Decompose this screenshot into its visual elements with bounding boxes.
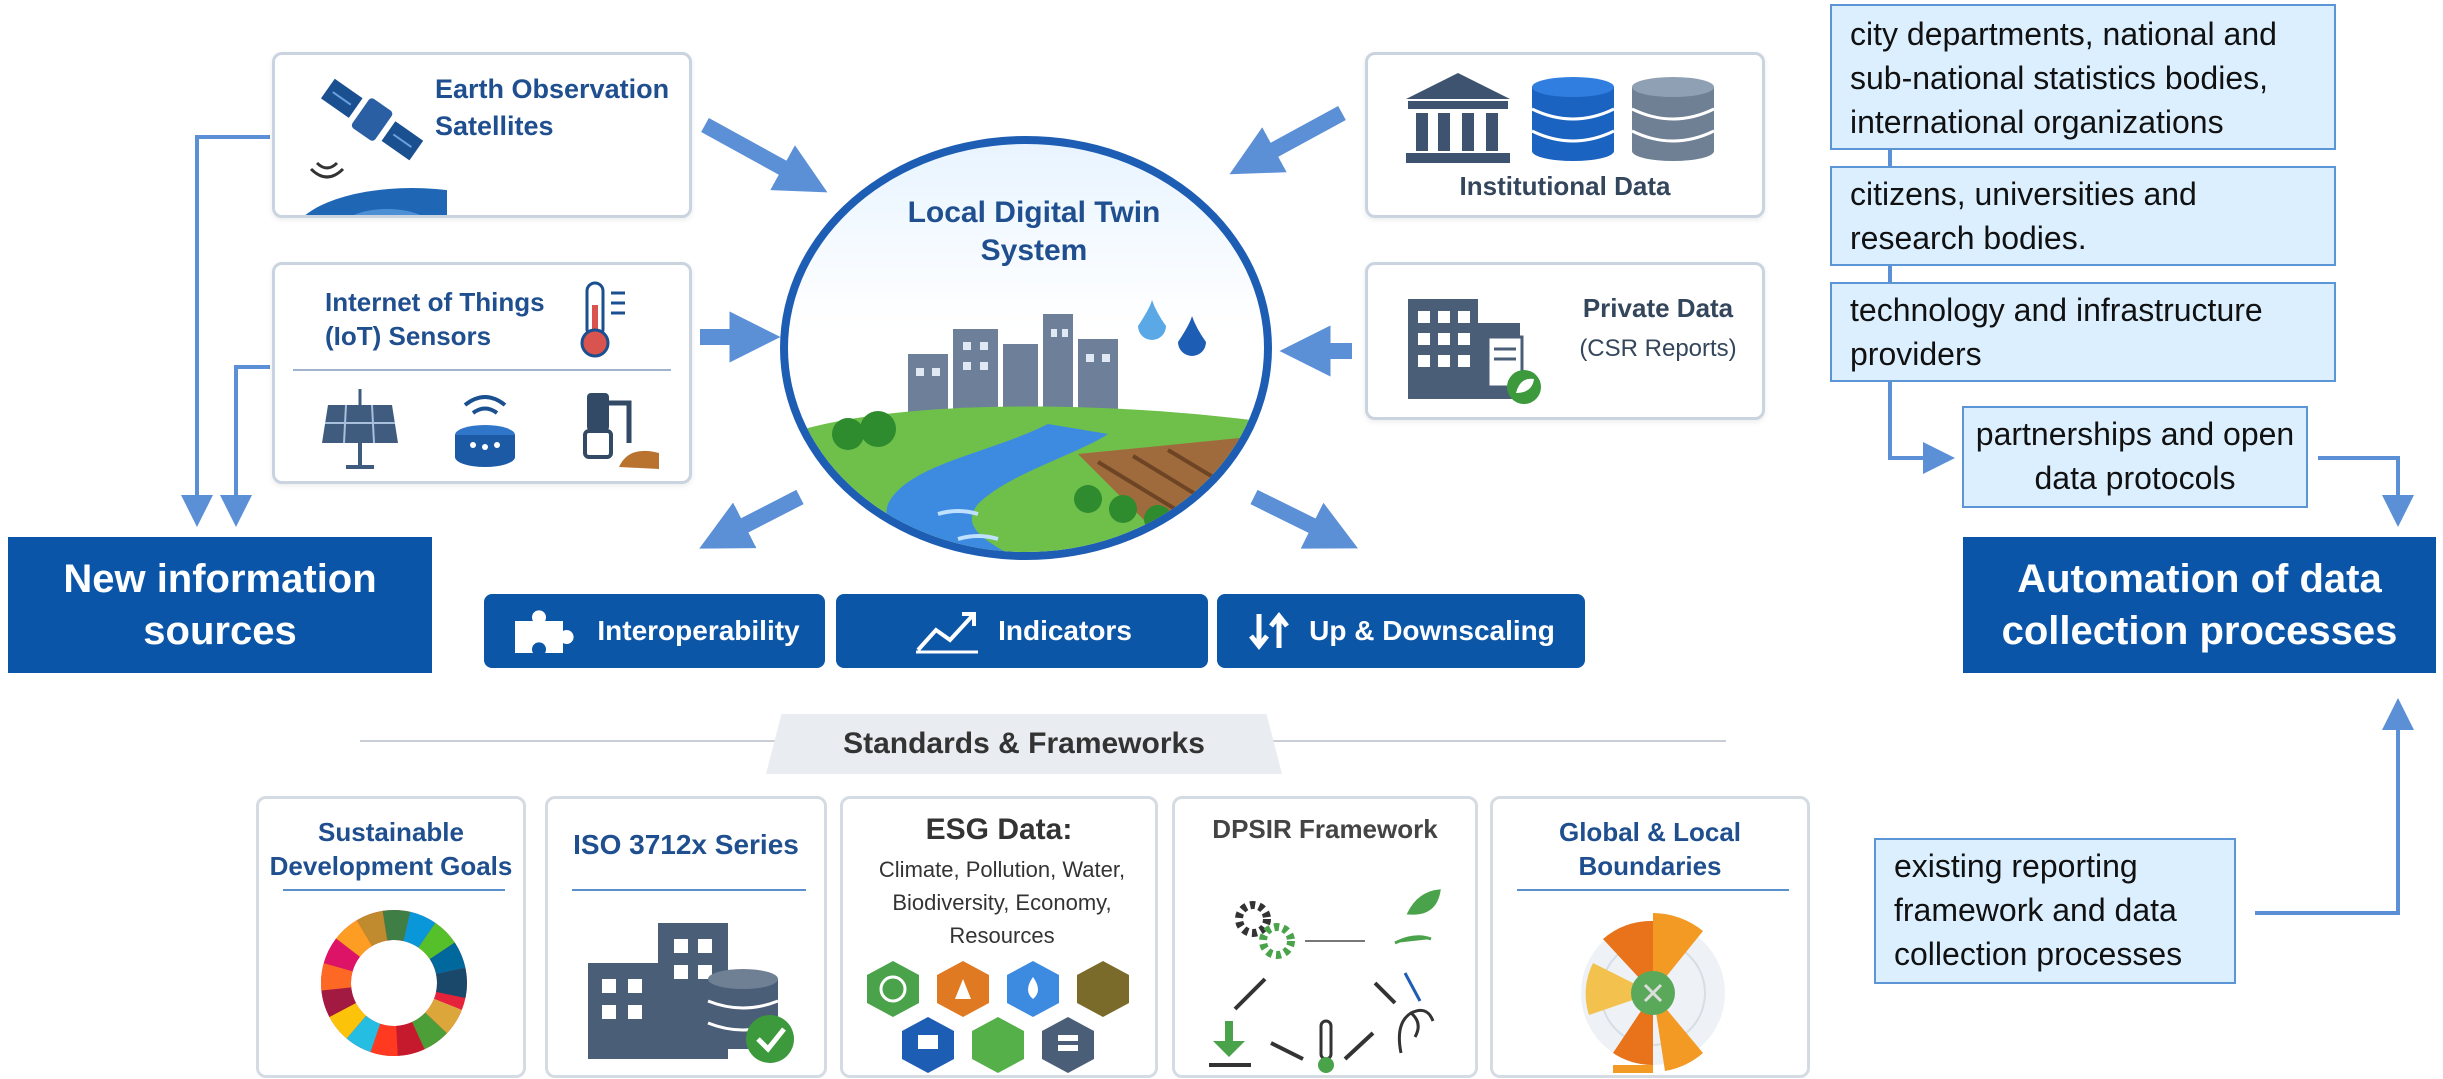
arrow-center-to-scaling bbox=[1250, 489, 1358, 549]
iot-divider bbox=[293, 369, 671, 371]
arrow-satellite-to-center bbox=[701, 117, 828, 193]
note-city-departments: city departments, national and sub-natio… bbox=[1830, 4, 2336, 150]
institutional-data-card: Institutional Data bbox=[1365, 52, 1765, 218]
satellite-connector-arrow bbox=[181, 135, 270, 527]
note-technology-providers: technology and infrastructure providers bbox=[1830, 282, 2336, 382]
iso-card: ISO 3712x Series bbox=[545, 796, 827, 1078]
private-data-title: Private Data bbox=[1582, 293, 1734, 323]
reporting-to-automation-arrow bbox=[2255, 698, 2414, 915]
sdg-card: Sustainable Development Goals bbox=[256, 796, 526, 1078]
iso-underline bbox=[572, 889, 806, 891]
up-downscaling-button[interactable]: Up & Downscaling bbox=[1217, 594, 1585, 668]
up-downscaling-label: Up & Downscaling bbox=[1309, 615, 1555, 646]
indicators-button[interactable]: Indicators bbox=[836, 594, 1208, 668]
puzzle-icon bbox=[515, 610, 574, 653]
boundaries-title: Global & Local Boundaries bbox=[1558, 817, 1742, 881]
partnerships-to-automation-arrow bbox=[2318, 456, 2414, 527]
iso-title: ISO 3712x Series bbox=[573, 829, 799, 860]
private-data-card: Private Data (CSR Reports) bbox=[1365, 262, 1765, 420]
sdg-underline bbox=[283, 889, 505, 891]
water-sensor-icon bbox=[455, 395, 515, 467]
iot-sensors-card: Internet of Things (IoT) Sensors bbox=[272, 262, 692, 484]
solar-panel-icon bbox=[322, 389, 398, 469]
institutional-title: Institutional Data bbox=[1459, 171, 1671, 201]
sdg-wheel-icon bbox=[321, 910, 467, 1056]
note-partnerships: partnerships and open data protocols bbox=[1962, 406, 2308, 508]
blue-database-icon bbox=[1531, 77, 1615, 161]
soil-sensor-icon bbox=[583, 393, 659, 469]
planetary-boundaries-chart bbox=[1581, 913, 1725, 1073]
standards-heading: Standards & Frameworks bbox=[766, 714, 1282, 774]
boundaries-card: Global & Local Boundaries bbox=[1490, 796, 1810, 1078]
thermometer-icon bbox=[580, 281, 625, 358]
earth-observation-card: Earth Observation Satellites bbox=[272, 52, 692, 218]
new-information-sources-box: New information sources bbox=[8, 537, 432, 673]
interoperability-label: Interoperability bbox=[597, 615, 800, 646]
dpsir-card: DPSIR Framework bbox=[1172, 796, 1478, 1078]
arrow-center-to-interop bbox=[699, 489, 804, 549]
iot-connector-arrow bbox=[220, 365, 270, 527]
dpsir-title: DPSIR Framework bbox=[1212, 814, 1438, 844]
earth-observation-title: Earth Observation Satellites bbox=[435, 74, 670, 141]
indicators-label: Indicators bbox=[998, 615, 1132, 646]
office-building-icon bbox=[1408, 299, 1541, 404]
up-down-arrows-icon bbox=[1249, 611, 1290, 651]
iot-title: Internet of Things (IoT) Sensors bbox=[325, 287, 545, 351]
private-data-subtitle: (CSR Reports) bbox=[1579, 335, 1737, 362]
esg-title: ESG Data: bbox=[925, 813, 1073, 846]
local-digital-twin-circle: Local Digital Twin System bbox=[780, 136, 1272, 560]
dpsir-cycle-diagram bbox=[1209, 889, 1441, 1073]
boundaries-underline bbox=[1517, 889, 1789, 891]
esg-card: ESG Data: Climate, Pollution, Water, Bio… bbox=[840, 796, 1158, 1078]
city-landscape-illustration bbox=[788, 300, 1264, 552]
trend-chart-icon bbox=[916, 612, 979, 654]
satellite-icon bbox=[305, 78, 447, 215]
building-database-icon bbox=[588, 923, 794, 1063]
sdg-title: Sustainable Development Goals bbox=[269, 817, 513, 881]
government-building-icon bbox=[1406, 73, 1510, 163]
arrow-institutional-to-center bbox=[1229, 105, 1346, 175]
interoperability-button[interactable]: Interoperability bbox=[484, 594, 825, 668]
note-existing-reporting: existing reporting framework and data co… bbox=[1874, 838, 2236, 984]
gray-database-icon bbox=[1631, 77, 1715, 161]
automation-box: Automation of data collection processes bbox=[1963, 537, 2436, 673]
center-title: Local Digital Twin System bbox=[907, 196, 1161, 267]
esg-hexagon-icons bbox=[867, 961, 1129, 1073]
note-citizens: citizens, universities and research bodi… bbox=[1830, 166, 2336, 266]
esg-body: Climate, Pollution, Water, Biodiversity,… bbox=[878, 857, 1126, 948]
